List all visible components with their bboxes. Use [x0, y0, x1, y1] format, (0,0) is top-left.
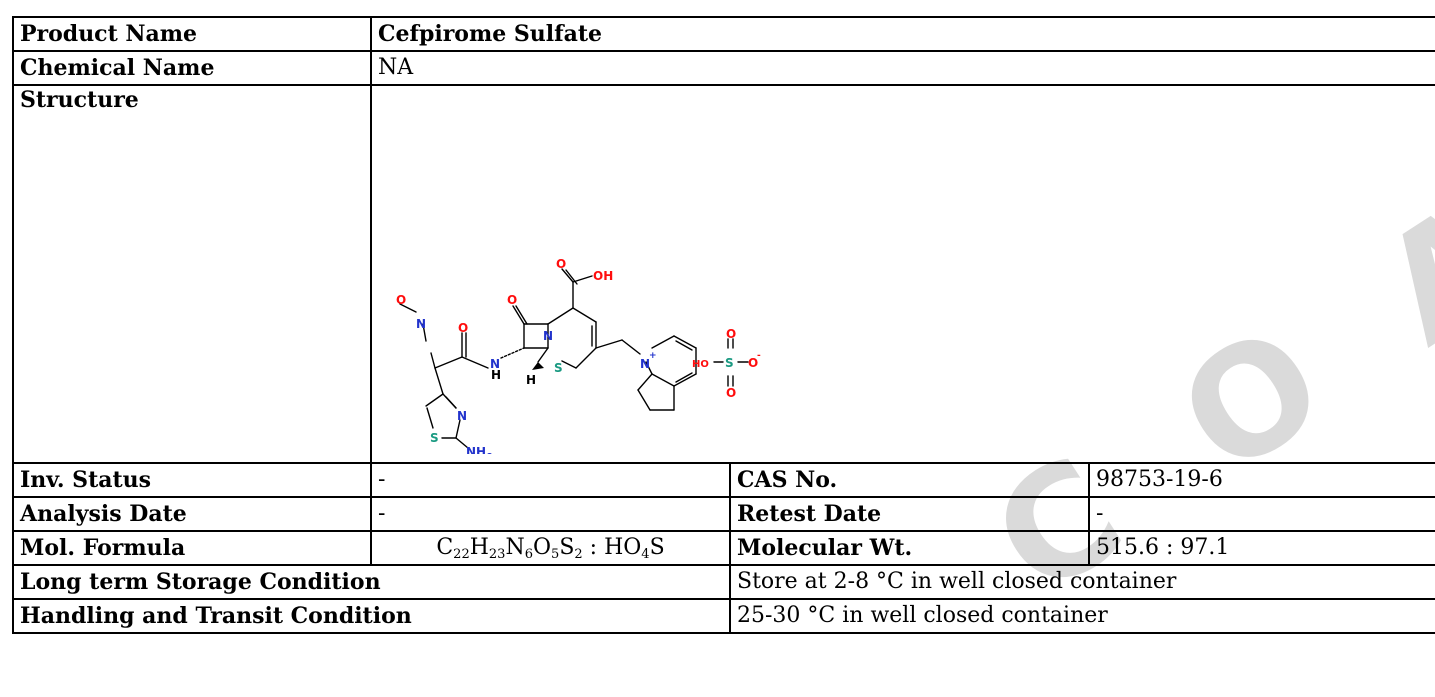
handling-transit-label: Handling and Transit Condition [12, 598, 731, 634]
mol-formula-label: Mol. Formula [12, 530, 372, 566]
atom-oh: OH [593, 269, 613, 283]
molecular-wt-value: 515.6 : 97.1 [1088, 530, 1435, 566]
atom-o-amide: O [458, 321, 468, 335]
atom-s-sulfate: S [725, 356, 734, 370]
analysis-date-value: - [370, 496, 731, 532]
atom-o-sulfate-top: O [726, 327, 736, 341]
retest-date-label: Retest Date [729, 496, 1090, 532]
atom-n-oxime: N [416, 317, 426, 331]
atom-s-thiazole: S [430, 431, 439, 445]
row-long-term-storage: Long term Storage Condition Store at 2-8… [12, 564, 1435, 600]
atom-nh: N [490, 357, 500, 371]
atom-n-ring: N [543, 329, 553, 343]
atom-o-lactam: O [507, 293, 517, 307]
long-term-storage-label: Long term Storage Condition [12, 564, 731, 600]
chemical-name-value: NA [370, 50, 1435, 86]
row-handling-transit: Handling and Transit Condition 25-30 °C … [12, 598, 1435, 634]
row-analysis-date: Analysis Date - Retest Date - [12, 496, 1435, 532]
product-info-table: Product Name Cefpirome Sulfate Chemical … [12, 16, 1435, 634]
inv-status-label: Inv. Status [12, 462, 372, 498]
atom-nh2-sub: 2 [487, 452, 493, 454]
analysis-date-label: Analysis Date [12, 496, 372, 532]
atom-n-pyridinium: N [640, 357, 650, 371]
structure-label: Structure [12, 84, 372, 464]
cas-no-value: 98753-19-6 [1088, 462, 1435, 498]
structure-cell: O N O N H O N O OH H S N + N S NH 2 [370, 84, 1435, 464]
atom-h-stereo: H [526, 373, 536, 387]
retest-date-value: - [1088, 496, 1435, 532]
row-chemical-name: Chemical Name NA [12, 50, 1435, 86]
long-term-storage-value: Store at 2-8 °C in well closed container [729, 564, 1435, 600]
row-structure: Structure [12, 84, 1435, 464]
chemical-name-label: Chemical Name [12, 50, 372, 86]
mol-formula-value: C22H23N6O5S2 : HO4S [370, 530, 731, 566]
charge-minus: - [757, 351, 761, 361]
atom-s-ring: S [554, 361, 563, 375]
atom-o-sulfate-minus: O [748, 356, 758, 370]
chemical-structure-image: O N O N H O N O OH H S N + N S NH 2 [396, 257, 761, 461]
atom-ho-sulfate: HO [692, 359, 709, 370]
row-inv-status: Inv. Status - CAS No. 98753-19-6 [12, 462, 1435, 498]
row-mol-formula: Mol. Formula C22H23N6O5S2 : HO4S Molecul… [12, 530, 1435, 566]
atom-o-sulfate-bottom: O [726, 386, 736, 400]
atom-o-methoxy: O [396, 293, 406, 307]
row-product-name: Product Name Cefpirome Sulfate [12, 16, 1435, 52]
molecular-wt-label: Molecular Wt. [729, 530, 1090, 566]
atom-nh-h: H [491, 368, 501, 382]
handling-transit-value: 25-30 °C in well closed container [729, 598, 1435, 634]
product-name-label: Product Name [12, 16, 372, 52]
cas-no-label: CAS No. [729, 462, 1090, 498]
charge-plus: + [649, 351, 657, 361]
inv-status-value: - [370, 462, 731, 498]
atom-nh2: NH [466, 445, 486, 454]
atom-n-thiazole: N [457, 409, 467, 423]
atom-o-carboxyl: O [556, 257, 566, 271]
product-name-value: Cefpirome Sulfate [370, 16, 1435, 52]
